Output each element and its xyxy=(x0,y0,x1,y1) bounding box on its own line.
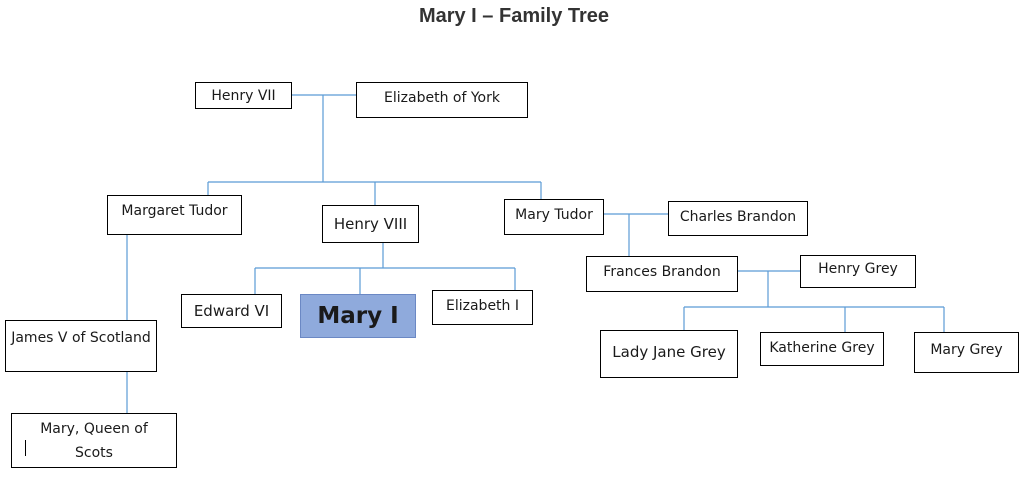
text-cursor xyxy=(25,440,26,456)
node-mary-tudor: Mary Tudor xyxy=(504,199,604,235)
node-mary-queen-of-scots: Mary, Queen of Scots xyxy=(11,413,177,468)
node-frances-brandon: Frances Brandon xyxy=(586,256,738,292)
diagram-title: Mary I – Family Tree xyxy=(418,5,610,27)
node-henry-viii: Henry VIII xyxy=(322,205,419,243)
node-mary-queen-of-scots-label: Mary, Queen of Scots xyxy=(40,420,148,461)
node-margaret-tudor: Margaret Tudor xyxy=(107,195,242,235)
node-elizabeth-of-york: Elizabeth of York xyxy=(356,82,528,118)
node-lady-jane-grey: Lady Jane Grey xyxy=(600,330,738,378)
node-mary-i: Mary I xyxy=(300,294,416,338)
node-elizabeth-i: Elizabeth I xyxy=(432,290,533,325)
node-henry-grey: Henry Grey xyxy=(800,255,916,288)
node-katherine-grey: Katherine Grey xyxy=(760,332,884,366)
node-mary-grey: Mary Grey xyxy=(914,332,1019,373)
node-charles-brandon: Charles Brandon xyxy=(668,201,808,236)
node-henry-vii: Henry VII xyxy=(195,82,292,109)
node-james-v-of-scotland: James V of Scotland xyxy=(5,320,157,372)
node-edward-vi: Edward VI xyxy=(181,294,282,328)
